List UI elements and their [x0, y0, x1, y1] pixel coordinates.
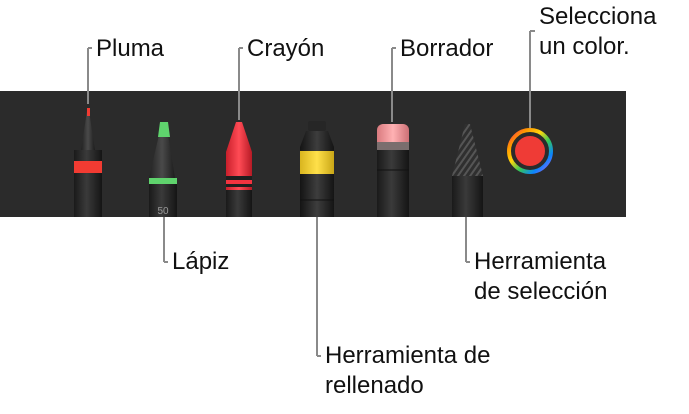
callout-eraser: Borrador — [400, 35, 494, 62]
callout-selection-tool: Herramienta de selección — [474, 247, 607, 307]
callout-crayon: Crayón — [247, 35, 325, 62]
callout-fill-tool-line-1: Herramienta de — [325, 342, 491, 369]
callout-leader-lines — [87, 30, 535, 357]
fill-tool[interactable] — [300, 121, 334, 217]
color-wheel-ring-icon — [507, 128, 553, 174]
fill-tool-color-band — [300, 151, 334, 174]
eraser-tool[interactable] — [377, 124, 409, 217]
callout-fill-tool-line-2: rellenado — [325, 372, 424, 399]
crayon-ink-tip — [226, 122, 252, 152]
callout-pen: Pluma — [96, 35, 165, 62]
pen-color-band — [74, 161, 102, 173]
callout-color-picker: Selecciona un color. — [539, 2, 656, 62]
pencil-ink-tip — [158, 122, 170, 137]
callout-fill-tool: Herramienta de rellenado — [325, 341, 490, 401]
pen-tool[interactable] — [74, 108, 102, 217]
callout-color-picker-line-1: Selecciona — [539, 3, 657, 30]
callout-selection-tool-line-2: de selección — [474, 278, 608, 305]
callout-selection-tool-line-1: Herramienta — [474, 248, 607, 275]
pencil-size-label: 50 — [157, 206, 169, 217]
callout-color-picker-line-2: un color. — [539, 33, 630, 60]
pen-ink-tip — [87, 108, 90, 116]
selection-tool[interactable] — [452, 124, 483, 217]
pencil-tool[interactable]: 50 — [149, 122, 177, 217]
color-picker-button[interactable] — [507, 128, 553, 174]
callout-pencil: Lápiz — [172, 248, 230, 275]
selected-color-swatch — [515, 136, 545, 166]
crayon-tool[interactable] — [226, 122, 252, 217]
pencil-color-band — [149, 178, 177, 184]
